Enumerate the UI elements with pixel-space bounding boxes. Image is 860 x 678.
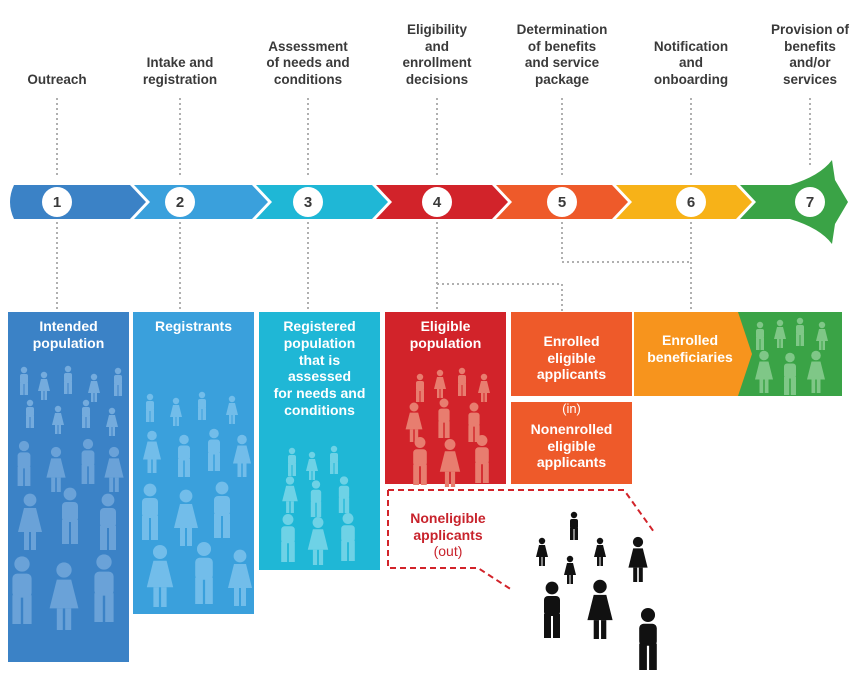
step-title-eligibility: Eligibility and enrollment decisions [402, 22, 472, 87]
step-title-provision: Provision of benefits and/or services [770, 22, 849, 87]
step-title-determination: Determination of benefits and service pa… [516, 22, 608, 87]
box-nonenrolled-eligible [511, 402, 632, 484]
crowd-noneligible [536, 511, 657, 670]
box-enrolled-eligible [511, 312, 632, 396]
step-numbers: 1 2 3 4 5 6 7 [42, 187, 825, 217]
step-1-number: 1 [53, 194, 61, 211]
step-title-assessment: Assessment of needs and conditions [266, 38, 350, 87]
chevron-step-1 [10, 185, 146, 219]
step-2-number: 2 [176, 194, 184, 211]
step-title-notification: Notification and onboarding [653, 38, 729, 87]
step-title-outreach: Outreach [27, 71, 87, 87]
noneligible-applicants-label: Noneligible applicants (out) [388, 493, 508, 577]
chevron-step-2 [134, 185, 268, 219]
step-5-number: 5 [558, 194, 566, 211]
step-5-circle [547, 187, 577, 217]
title-connectors [56, 98, 811, 312]
step-3-number: 3 [304, 194, 312, 211]
step-4-circle [422, 187, 452, 217]
step-title-intake: Intake and registration [142, 55, 218, 87]
step-1-circle [42, 187, 72, 217]
step-2-circle [165, 187, 195, 217]
noneligible-text: Noneligible applicants [410, 509, 486, 543]
enrolled-eligible-sub: (in) [562, 400, 581, 416]
step-6-number: 6 [687, 194, 695, 211]
chevron-step-7 [740, 160, 848, 244]
step-7-number: 7 [806, 194, 814, 211]
nonenrolled-sub: (wait list) [545, 488, 598, 504]
noneligible-callout [387, 489, 655, 591]
step-4-number: 4 [433, 194, 442, 211]
nonenrolled-text: Nonenrolled eligible applicants [530, 420, 613, 471]
noneligible-sub: (out) [433, 543, 463, 560]
enrolled-eligible-text: Enrolled eligible applicants [536, 332, 607, 383]
step-3-circle [293, 187, 323, 217]
step-7-circle [795, 187, 825, 217]
step-6-circle [676, 187, 706, 217]
